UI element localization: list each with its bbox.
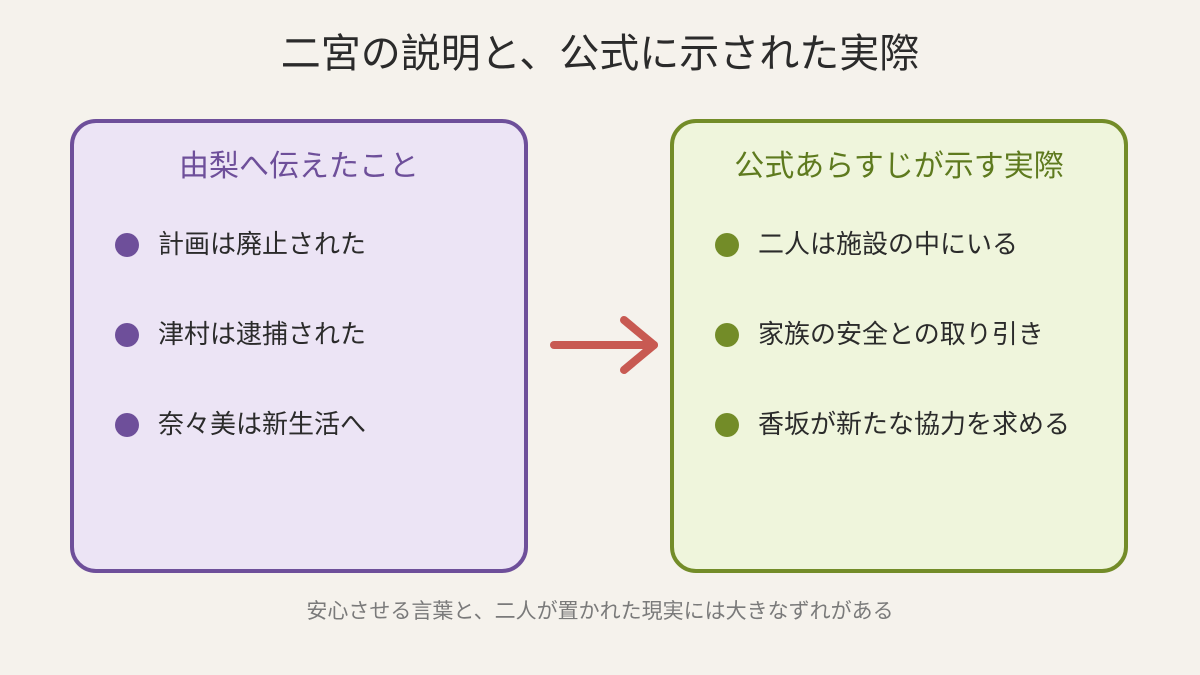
circle-bullet-icon (715, 323, 739, 347)
right-item-text: 家族の安全との取り引き (758, 320, 1044, 350)
left-item-text: 津村は逮捕された (158, 320, 367, 350)
left-list-item: 奈々美は新生活へ (115, 405, 366, 445)
right-item-text: 香坂が新たな協力を求める (758, 410, 1071, 440)
page-title: 二宮の説明と、公式に示された実際 (280, 31, 920, 77)
left-list-item: 計画は廃止された (115, 225, 366, 265)
right-list-item: 香坂が新たな協力を求める (715, 405, 1070, 445)
left-item-text: 計画は廃止された (158, 230, 367, 260)
circle-bullet-icon (115, 413, 139, 437)
circle-bullet-icon (715, 233, 739, 257)
left-panel-heading: 由梨へ伝えたこと (179, 149, 419, 184)
right-panel: 公式あらすじが示す実際 二人は施設の中にいる 家族の安全との取り引き 香坂が新た… (670, 119, 1128, 573)
right-list-item: 二人は施設の中にいる (715, 225, 1018, 265)
footer-caption: 安心させる言葉と、二人が置かれた現実には大きなずれがある (306, 599, 894, 623)
circle-bullet-icon (115, 323, 139, 347)
right-item-text: 二人は施設の中にいる (758, 230, 1019, 260)
right-arrow-icon (548, 312, 664, 382)
left-panel: 由梨へ伝えたこと 計画は廃止された 津村は逮捕された 奈々美は新生活へ (70, 119, 528, 573)
right-list-item: 家族の安全との取り引き (715, 315, 1044, 355)
circle-bullet-icon (115, 233, 139, 257)
left-item-text: 奈々美は新生活へ (158, 410, 367, 440)
left-list-item: 津村は逮捕された (115, 315, 366, 355)
circle-bullet-icon (715, 413, 739, 437)
right-panel-heading: 公式あらすじが示す実際 (734, 149, 1064, 184)
